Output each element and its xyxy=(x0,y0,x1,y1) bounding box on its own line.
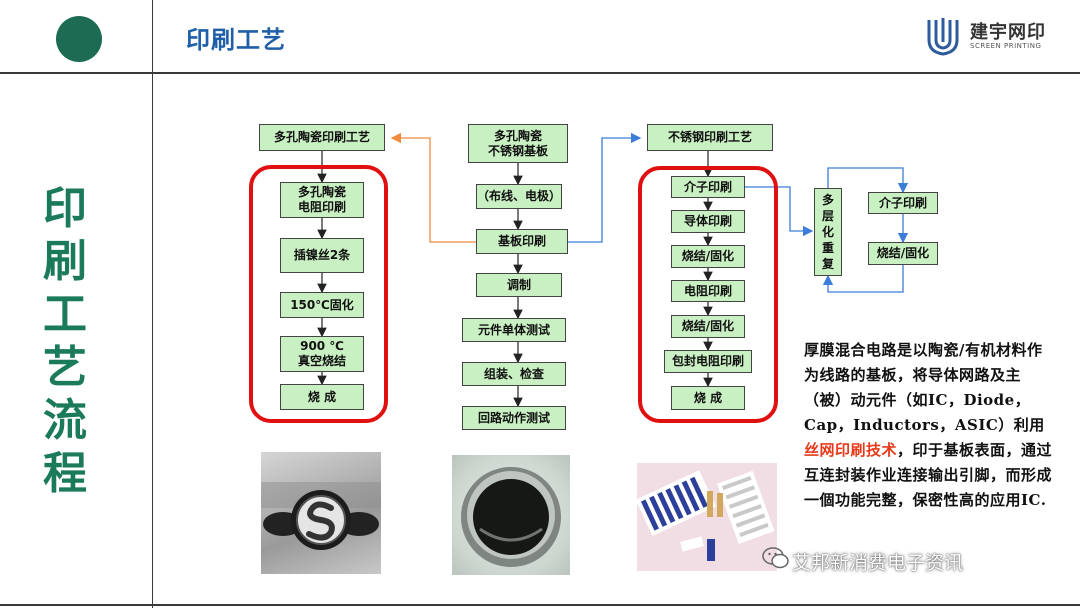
flow-box-right-step: 烧结/固化 xyxy=(671,315,745,338)
brand-logo-icon xyxy=(927,18,959,56)
flow-box-right-step: 介子印刷 xyxy=(671,176,745,198)
flow-box-center-top: 多孔陶瓷 不锈钢基板 xyxy=(468,124,568,163)
flow-box-left-top: 多孔陶瓷印刷工艺 xyxy=(259,124,385,151)
flow-box-center-step: 调制 xyxy=(476,273,562,297)
watermark-text: 艾邦新消费电子资讯 xyxy=(792,552,964,574)
paragraph-text: ，印于基板表面，通过互连封装作业连接输出引脚，而形成一個功能完整，保密性高的应用… xyxy=(804,441,1053,509)
flow-box-left-step: 150℃固化 xyxy=(280,292,364,318)
flow-box-left-step: 插镍丝2条 xyxy=(280,238,364,273)
side-title-char: 程 xyxy=(43,448,87,499)
substrate-cup-photo xyxy=(452,455,570,575)
side-title-char: 刷 xyxy=(43,236,87,287)
side-title-char: 艺 xyxy=(43,342,87,393)
flow-box-center-step: （布线、电极） xyxy=(476,184,562,209)
flow-box-left-step: 多孔陶瓷 电阻印刷 xyxy=(280,182,364,218)
flow-box-right-step: 电阻印刷 xyxy=(671,280,745,302)
page-title: 印刷工艺 xyxy=(186,26,286,54)
sidebar-divider xyxy=(152,0,153,608)
brand-subtitle: SCREEN PRINTING xyxy=(970,42,1042,50)
flow-box-center-step: 基板印刷 xyxy=(476,229,568,254)
description-paragraph: 厚膜混合电路是以陶瓷/有机材料作为线路的基板，将导体网路及主（被）动元件（如IC… xyxy=(804,338,1054,513)
right-process-frame xyxy=(638,166,778,423)
wechat-icon xyxy=(762,547,789,569)
flow-box-left-step: 900 ℃ 真空烧结 xyxy=(280,336,364,372)
flow-box-left-step: 烧 成 xyxy=(280,384,364,410)
flow-box-center-step: 元件单体测试 xyxy=(462,318,566,342)
side-title-char: 流 xyxy=(43,395,87,446)
flow-box-center-step: 组装、检查 xyxy=(462,362,566,386)
flow-box-right-step: 包封电阻印刷 xyxy=(664,350,752,373)
flow-box-right-top: 不锈钢印刷工艺 xyxy=(647,124,773,151)
side-title-char: 工 xyxy=(43,289,87,340)
flow-box-loop-step: 烧结/固化 xyxy=(868,242,938,265)
printed-parts-photo xyxy=(637,463,777,571)
paragraph-text: 厚膜混合电路是以陶瓷/有机材料作为线路的基板，将导体网路及主（被）动元件（如IC… xyxy=(804,341,1045,434)
brand-name: 建宇网印 xyxy=(970,22,1046,43)
flow-box-right-step: 烧 成 xyxy=(671,386,745,410)
header-divider xyxy=(0,72,1080,74)
logo-circle xyxy=(56,16,102,62)
flow-box-loop-step: 介子印刷 xyxy=(868,192,938,214)
side-title-char: 印 xyxy=(43,183,87,234)
flow-box-right-step: 烧结/固化 xyxy=(671,245,745,268)
paragraph-highlight: 丝网印刷技术 xyxy=(804,441,898,459)
flow-box-right-step: 导体印刷 xyxy=(671,210,745,233)
footer-divider xyxy=(0,604,1080,606)
sensor-photo xyxy=(261,452,381,574)
side-title: 印 刷 工 艺 流 程 xyxy=(40,182,90,500)
flow-box-multilayer: 多 层 化 重 复 xyxy=(814,188,842,276)
left-process-frame xyxy=(249,165,388,423)
flow-box-center-step: 回路动作测试 xyxy=(462,406,566,430)
